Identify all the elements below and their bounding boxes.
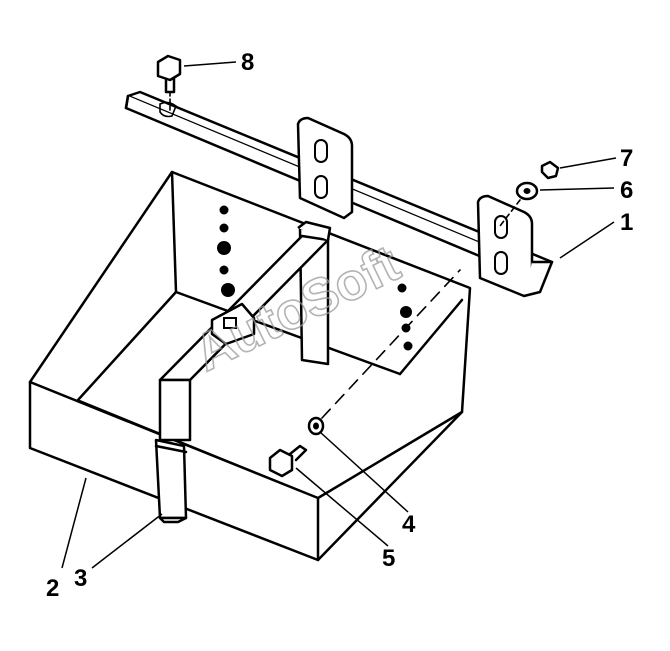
nut-7 xyxy=(540,160,560,180)
callout-labels: 8 7 6 1 4 5 2 3 xyxy=(46,49,633,602)
callout-2: 2 xyxy=(46,575,59,602)
battery-box xyxy=(28,170,472,562)
screw-5 xyxy=(268,444,308,478)
lock-washer-4 xyxy=(307,416,325,436)
callout-3: 3 xyxy=(74,565,87,592)
bolt-8 xyxy=(156,54,182,111)
assembly-axis xyxy=(321,269,461,419)
callout-5: 5 xyxy=(382,545,395,572)
hold-down-strap xyxy=(154,220,332,524)
mounting-bracket xyxy=(124,90,554,298)
callout-6: 6 xyxy=(620,177,633,204)
leader-lines xyxy=(61,61,617,569)
callout-4: 4 xyxy=(402,511,416,538)
washer-6 xyxy=(499,181,539,227)
callout-8: 8 xyxy=(241,49,254,76)
callout-1: 1 xyxy=(620,209,633,236)
callout-7: 7 xyxy=(620,145,633,172)
